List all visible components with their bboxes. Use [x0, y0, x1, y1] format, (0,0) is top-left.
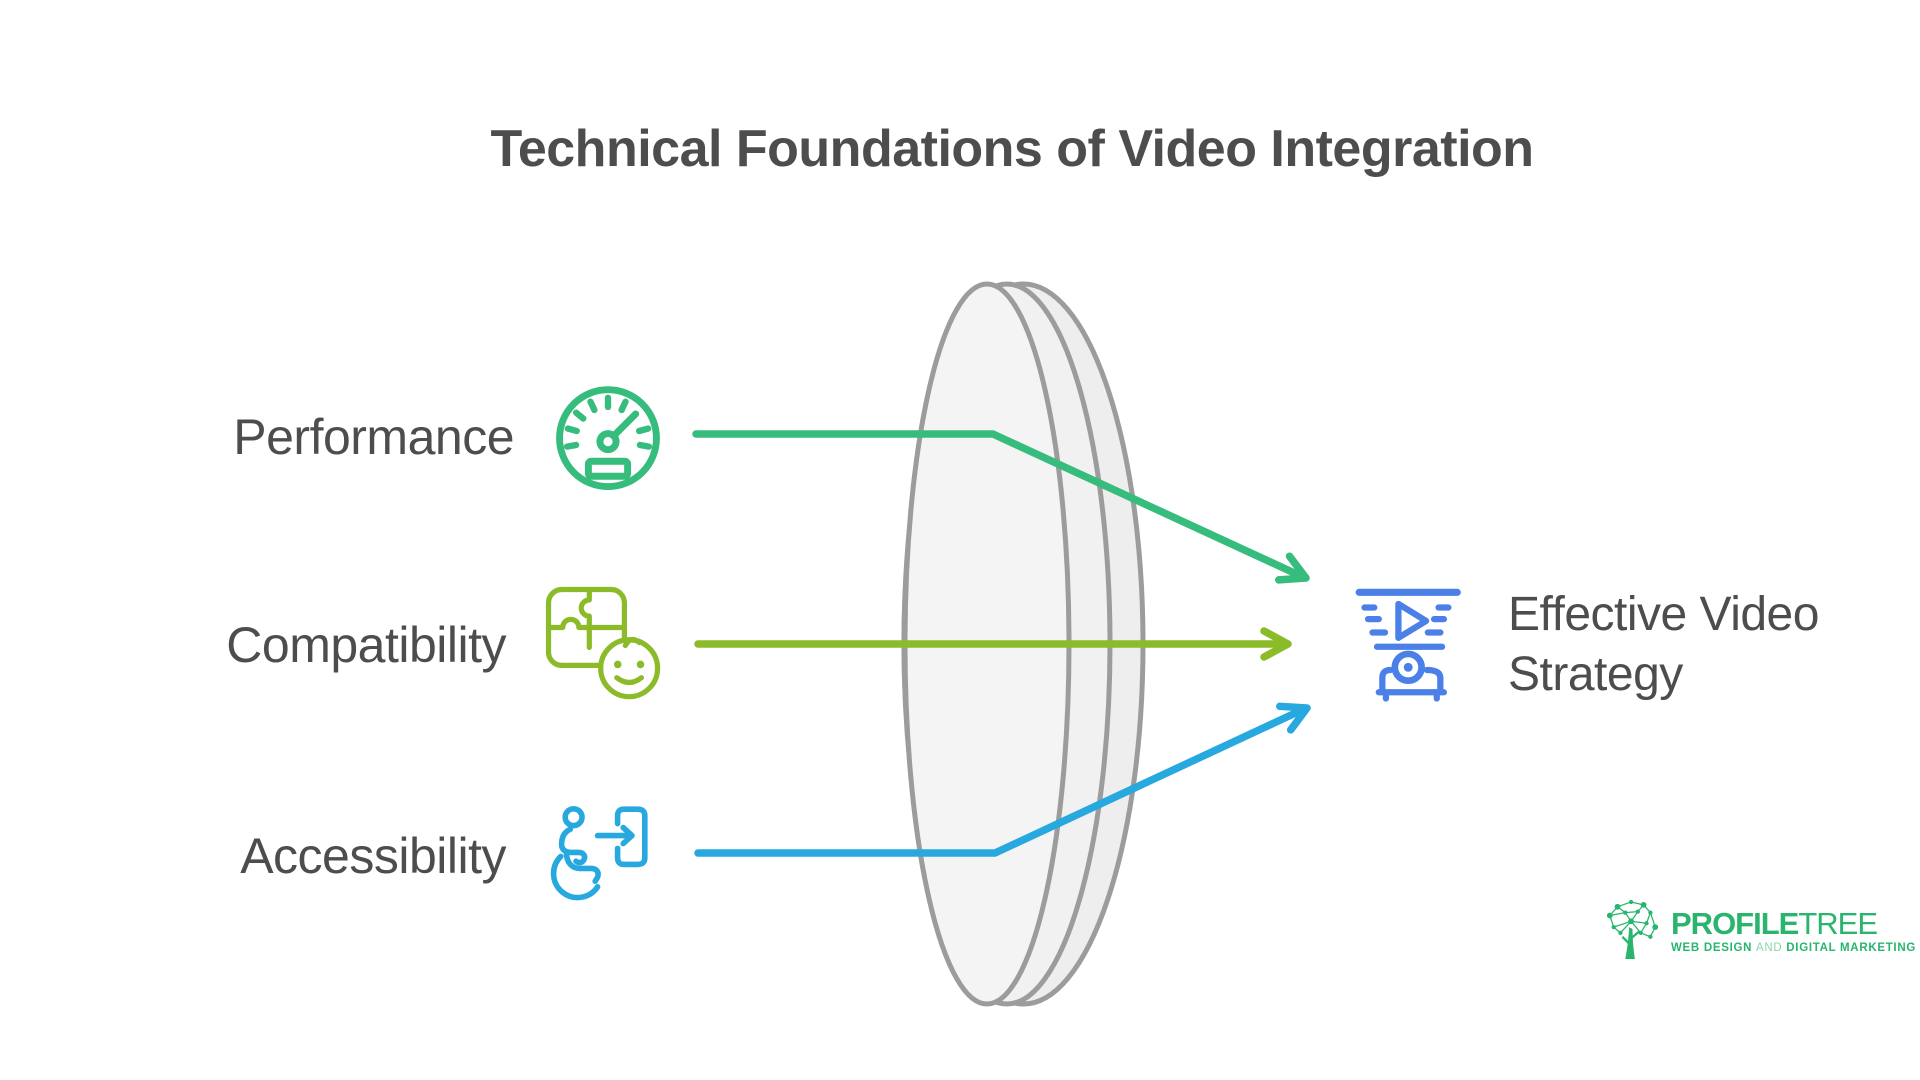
- flow-line-compatibility: [694, 627, 1292, 661]
- compatibility-label: Compatibility: [226, 617, 506, 673]
- page-title: Technical Foundations of Video Integrati…: [490, 119, 1534, 178]
- input-row-performance: Performance: [140, 377, 668, 497]
- performance-label: Performance: [233, 409, 514, 465]
- flow-line-performance: [692, 430, 1310, 584]
- arrowhead-performance: [1275, 552, 1310, 584]
- logo-tagline-and: AND: [1756, 941, 1783, 954]
- output-group: Effective Video Strategy: [1352, 575, 1878, 715]
- accessibility-label: Accessibility: [240, 828, 506, 884]
- tree-branches: [1621, 930, 1641, 946]
- arrowhead-accessibility: [1276, 702, 1311, 734]
- logo-tagline-lead: WEB DESIGN: [1671, 941, 1757, 954]
- output-label: Effective Video Strategy: [1508, 588, 1819, 701]
- logo-brand-profile: PROFILE: [1671, 905, 1799, 941]
- profiletree-tree-icon: [1606, 899, 1659, 959]
- input-row-compatibility: Compatibility: [140, 581, 668, 709]
- profiletree-logo: PROFILETREE WEB DESIGN AND DIGITAL MARKE…: [1604, 898, 1916, 962]
- projector-lens: [1391, 650, 1425, 685]
- speedometer-needle: [610, 410, 640, 440]
- person-leg: [563, 849, 601, 884]
- play-triangle: [1395, 600, 1430, 641]
- tree-network-edges: [1609, 901, 1656, 938]
- video-projector-icon: [1355, 588, 1461, 702]
- logo-brand-tree: TREE: [1798, 905, 1878, 941]
- logo-tagline: WEB DESIGN AND DIGITAL MARKETING: [1671, 942, 1916, 954]
- speedometer-icon: [556, 386, 660, 491]
- puzzle-smiley-icon: [545, 586, 661, 700]
- tree-network-nodes: [1606, 899, 1659, 939]
- wheelchair-wheel: [550, 853, 601, 901]
- logo-brand: PROFILETREE: [1671, 907, 1916, 940]
- smiley-face: [598, 637, 661, 700]
- input-row-accessibility: Accessibility: [140, 791, 668, 921]
- exit-arrowhead: [620, 824, 635, 847]
- wheelchair-exit-icon: [550, 806, 648, 901]
- speedometer-ticks: [563, 394, 653, 450]
- exit-door: [614, 806, 648, 868]
- logo-text: PROFILETREE WEB DESIGN AND DIGITAL MARKE…: [1671, 907, 1916, 954]
- flow-line-accessibility: [694, 702, 1311, 857]
- speed-dashes: [1361, 604, 1452, 636]
- person-body: [558, 826, 588, 866]
- logo-tagline-rest: DIGITAL MARKETING: [1782, 941, 1916, 954]
- arrowhead-compatibility: [1260, 627, 1292, 661]
